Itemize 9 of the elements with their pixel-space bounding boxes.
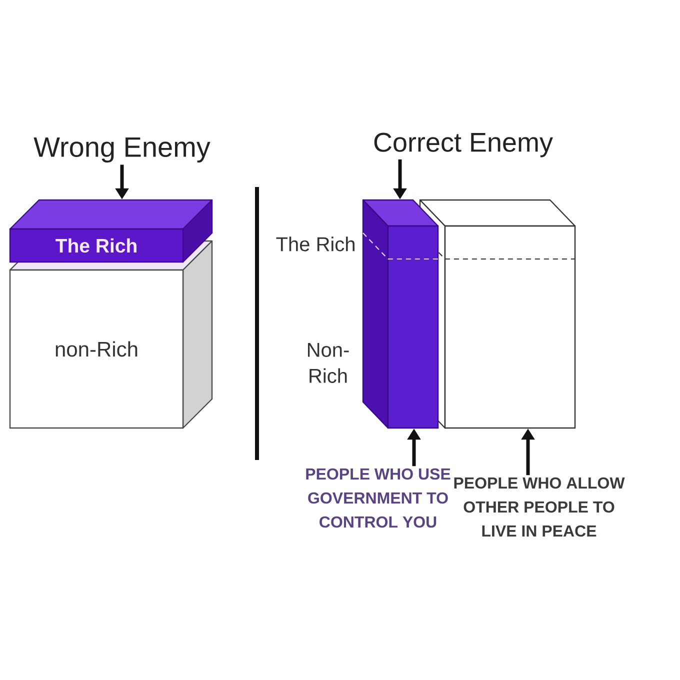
slab-block: The Rich [9,199,213,263]
node-label: The Rich [56,238,136,253]
segment-label: Non- Rich [308,343,349,383]
segment-label: The Rich [276,236,354,252]
column-block [362,199,439,429]
caption-text: PEOPLE WHO USE GOVERNMENT TO CONTROL YOU [306,468,450,528]
caption-text: PEOPLE WHO ALLOW OTHER PEOPLE TO LIVE IN PEACE [454,477,625,537]
panel-heading: Correct Enemy [374,132,553,158]
panel-heading: Wrong Enemy [34,137,210,163]
